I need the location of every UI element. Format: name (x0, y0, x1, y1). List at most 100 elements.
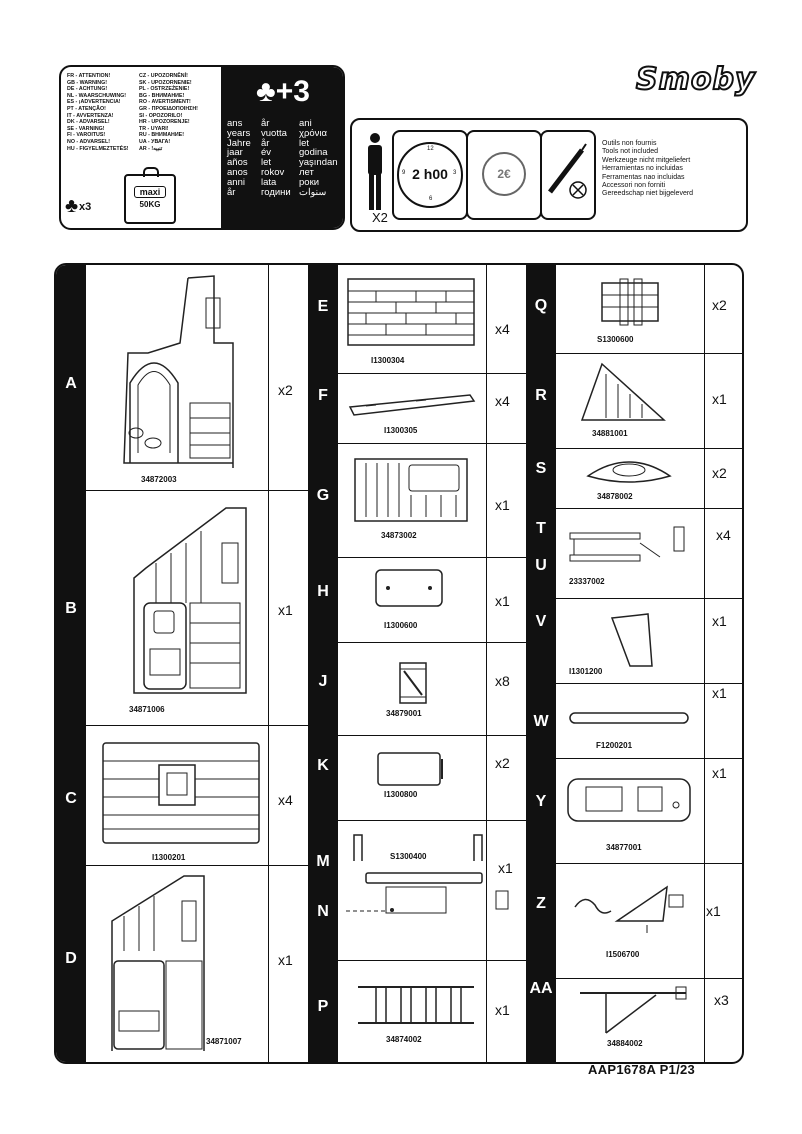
part-quantity: x4 (495, 321, 510, 337)
part-mn-drawing (346, 834, 509, 914)
warning-text: HR - UPOZORENJE! (139, 119, 190, 126)
warning-text: HU - FIGYELMEZTETÉS! (67, 145, 129, 152)
part-quantity: x8 (495, 673, 510, 689)
part-v-drawing (610, 613, 653, 667)
warning-text: CZ - UPOZORNĚNÍ! (139, 73, 188, 79)
age-word: jaar (227, 147, 243, 159)
warning-text: TR - UYARI! (139, 125, 169, 132)
part-letter: P (317, 998, 329, 1015)
part-tu-drawing (569, 526, 685, 562)
row-divider (556, 683, 742, 684)
warning-languages-col2: CZ - UPOZORNĚNÍ! SK - UPOZORNENIE! PL - … (139, 73, 198, 152)
age-word: anos (227, 166, 248, 178)
warning-text: DE - ACHTUNG! (67, 86, 108, 93)
part-code: 34873002 (381, 531, 417, 540)
part-quantity: x1 (498, 860, 513, 876)
part-code: S1300600 (597, 335, 634, 344)
part-code: I1300304 (371, 356, 405, 365)
warning-text: GB - WARNING! (67, 79, 108, 86)
age-word: سنوات (299, 186, 327, 198)
tools-not-included-text: Outils non fournis Tools not included We… (602, 140, 693, 199)
part-letter: A (65, 375, 77, 392)
warning-text: FI - VAROITUS! (67, 132, 106, 139)
age-word: роки (299, 176, 320, 188)
part-letter: T (536, 520, 546, 537)
part-quantity: x1 (712, 765, 727, 781)
part-w-drawing (569, 712, 689, 724)
warning-text: RO - AVERTISMENT! (139, 99, 191, 106)
weight-icon: maxi 50KG (124, 174, 176, 224)
row-divider (556, 353, 742, 354)
row-divider (338, 373, 526, 374)
part-quantity: x1 (495, 593, 510, 609)
row-divider (556, 508, 742, 509)
part-letter: M (316, 853, 330, 870)
part-code: F1200201 (596, 741, 633, 750)
part-code: I1301200 (569, 667, 603, 676)
part-code: 34874002 (386, 1035, 422, 1044)
tools-line: Herramientas no incluidas (602, 165, 683, 173)
part-aa-drawing (580, 986, 687, 1034)
part-quantity: x1 (712, 391, 727, 407)
part-letter: S (535, 460, 547, 477)
warning-text: RU - ВНИМАНИЕ! (139, 132, 184, 139)
person-icon (368, 133, 382, 210)
parts-list: A B C D 34872003 34871006 I1300201 34871… (54, 263, 744, 1064)
part-quantity: x1 (706, 903, 721, 919)
age-word: év (261, 147, 272, 159)
part-quantity: x4 (495, 393, 510, 409)
age-word: години (261, 186, 291, 198)
coin-icon: 2€ (482, 152, 526, 196)
part-code: 23337002 (569, 577, 605, 586)
row-divider (338, 960, 526, 961)
part-code: I1506700 (606, 950, 640, 959)
part-r-drawing (580, 362, 666, 421)
age-value: +3 (275, 75, 310, 108)
warning-text: BG - ВНИМАНИЕ! (139, 92, 185, 99)
part-code: I1300305 (384, 426, 418, 435)
part-code: 34877001 (606, 843, 642, 852)
part-letter: V (535, 613, 547, 630)
age-word: år (227, 186, 236, 198)
part-letter: Z (536, 895, 546, 912)
part-code: I1300600 (384, 621, 418, 630)
warning-text: GR - ΠΡΟΕΙΔΟΠΟΙΗΣΗ! (139, 105, 198, 112)
row-divider (556, 598, 742, 599)
part-e-drawing (347, 278, 475, 346)
warning-text: ES - ¡ADVERTENCIA! (67, 99, 121, 106)
warning-text: SE - VARNING! (67, 125, 105, 132)
part-letter: F (318, 387, 328, 404)
part-letter: Y (535, 793, 547, 810)
row-divider (556, 758, 742, 759)
letter-strip (56, 265, 86, 1062)
age-word: let (299, 137, 310, 149)
row-divider (338, 735, 526, 736)
panel-d-drawing (111, 875, 205, 1051)
age-word: anni (227, 176, 245, 188)
part-letter: D (65, 950, 77, 967)
warning-text: NO - ADVARSEL! (67, 138, 110, 145)
part-letter: C (65, 790, 77, 807)
part-code: 34879001 (386, 709, 422, 718)
age-word: años (227, 157, 248, 169)
age-word: godina (299, 147, 328, 159)
part-code: 34871006 (129, 705, 165, 714)
row-divider (556, 863, 742, 864)
warning-text: IT - AVVERTENZA! (67, 112, 114, 119)
age-badge: ♣+3 (221, 75, 343, 109)
part-quantity: x2 (712, 465, 727, 481)
part-quantity: x1 (278, 602, 293, 618)
part-letter: W (533, 713, 549, 730)
panel-b-drawing (133, 507, 247, 694)
age-word: vuotta (261, 127, 287, 139)
part-code: 34871007 (206, 1037, 242, 1046)
row-divider (338, 820, 526, 821)
part-letter: B (65, 600, 77, 617)
warning-languages-col1: FR - ATTENTION! GB - WARNING! DE - ACHTU… (67, 73, 129, 152)
letter-strip (308, 265, 338, 1062)
part-code: S1300400 (390, 852, 427, 861)
part-quantity: x1 (495, 497, 510, 513)
row-divider (86, 490, 308, 491)
weight-handle-icon (143, 167, 159, 177)
row-divider (338, 642, 526, 643)
